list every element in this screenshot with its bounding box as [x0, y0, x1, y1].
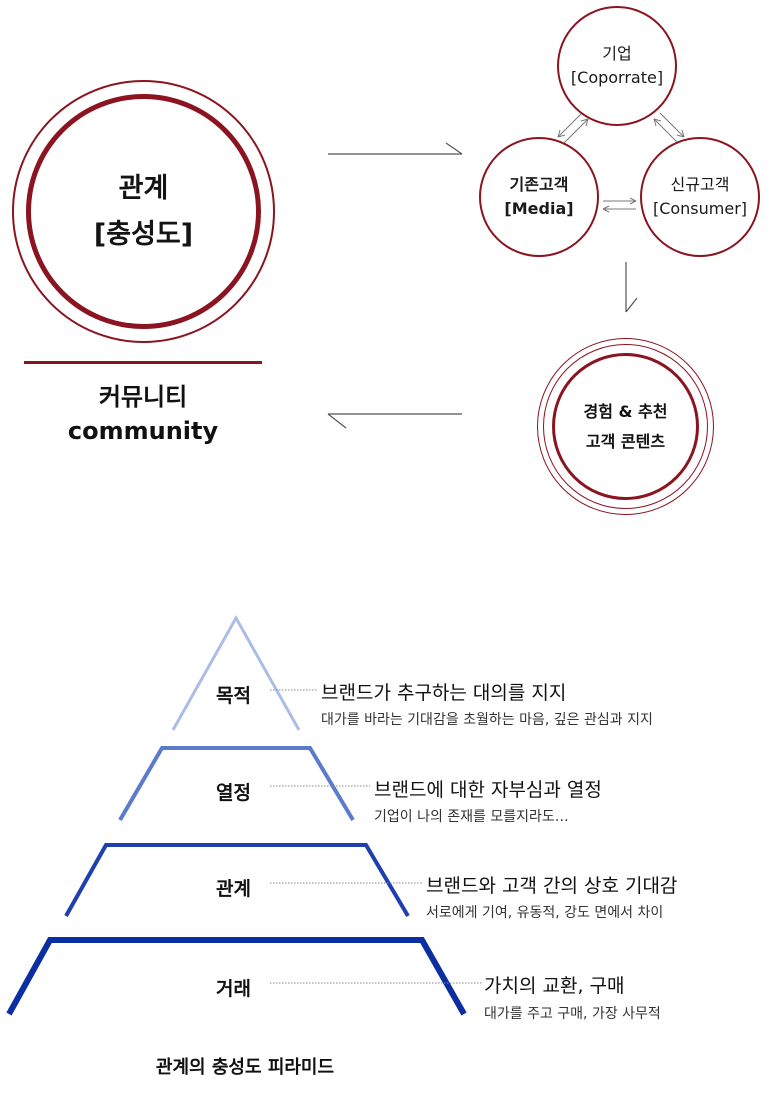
- pyramid-level-relationship-label: 관계: [216, 878, 251, 900]
- loyalty-circle: 관계 [충성도]: [26, 94, 261, 329]
- pyramid-graphic: [6, 614, 482, 1016]
- pyramid-level-purpose-label: 목적: [216, 685, 251, 707]
- pyramid-leader-lines: [270, 689, 482, 984]
- community-divider: [24, 361, 262, 364]
- experience-title: 경험 & 추천: [583, 401, 668, 421]
- pyramid-level-purpose-desc: 대가를 바라는 기대감을 초월하는 마음, 깊은 관심과 지지: [321, 712, 653, 728]
- experience-circle: 경험 & 추천 고객 콘텐츠: [552, 353, 699, 500]
- pyramid-level-passion-title: 브랜드에 대한 자부심과 열정: [374, 779, 602, 801]
- corporate-circle: 기업 [Coporrate]: [557, 6, 677, 126]
- experience-subtitle: 고객 콘텐츠: [585, 431, 666, 451]
- experience-circle-outer-ring: [537, 338, 714, 515]
- arrow-right: [328, 142, 463, 155]
- pyramid-level-transaction-desc: 대가를 주고 구매, 가장 사무적: [484, 1006, 661, 1022]
- pyramid-level-transaction-shape: [6, 937, 467, 1016]
- pyramid-level-passion-label: 열정: [216, 782, 251, 804]
- pyramid-level-purpose-shape: [171, 614, 301, 731]
- corporate-english: [Coporrate]: [570, 68, 664, 87]
- media-label: 기존고객: [509, 175, 569, 194]
- consumer-english: [Consumer]: [652, 199, 748, 218]
- community-label: 커뮤니티 community: [24, 380, 262, 448]
- media-english: [Media]: [504, 199, 574, 218]
- loyalty-circle-title: 관계: [118, 172, 169, 204]
- loyalty-circle-outer-ring: [12, 80, 275, 343]
- pyramid-level-purpose-title: 브랜드가 추구하는 대의를 지지: [321, 682, 567, 704]
- pyramid-level-transaction-title: 가치의 교환, 구매: [484, 975, 625, 997]
- corporate-label: 기업: [602, 44, 632, 63]
- arrow-down: [625, 262, 638, 313]
- pyramid-level-relationship-shape: [64, 843, 410, 918]
- consumer-circle: 신규고객 [Consumer]: [640, 137, 760, 257]
- community-english: community: [67, 417, 219, 445]
- flow-arrows: [327, 112, 685, 429]
- pyramid-level-passion-shape: [118, 746, 355, 822]
- loyalty-circle-subtitle: [충성도]: [93, 218, 194, 250]
- community-korean: 커뮤니티: [98, 383, 188, 411]
- pyramid-level-relationship-desc: 서로에게 기여, 유동적, 강도 면에서 차이: [426, 905, 664, 921]
- pyramid-level-transaction-label: 거래: [216, 978, 251, 1000]
- arrow-left: [327, 413, 462, 429]
- media-circle: 기존고객 [Media]: [479, 137, 599, 257]
- cycle-connectors: [557, 112, 685, 213]
- pyramid-level-relationship-title: 브랜드와 고객 간의 상호 기대감: [426, 875, 678, 897]
- pyramid-level-passion-desc: 기업이 나의 존재를 모를지라도…: [374, 809, 569, 825]
- pyramid-caption: 관계의 충성도 피라미드: [155, 1057, 335, 1078]
- experience-circle-middle-ring: [543, 344, 708, 509]
- consumer-label: 신규고객: [670, 175, 730, 194]
